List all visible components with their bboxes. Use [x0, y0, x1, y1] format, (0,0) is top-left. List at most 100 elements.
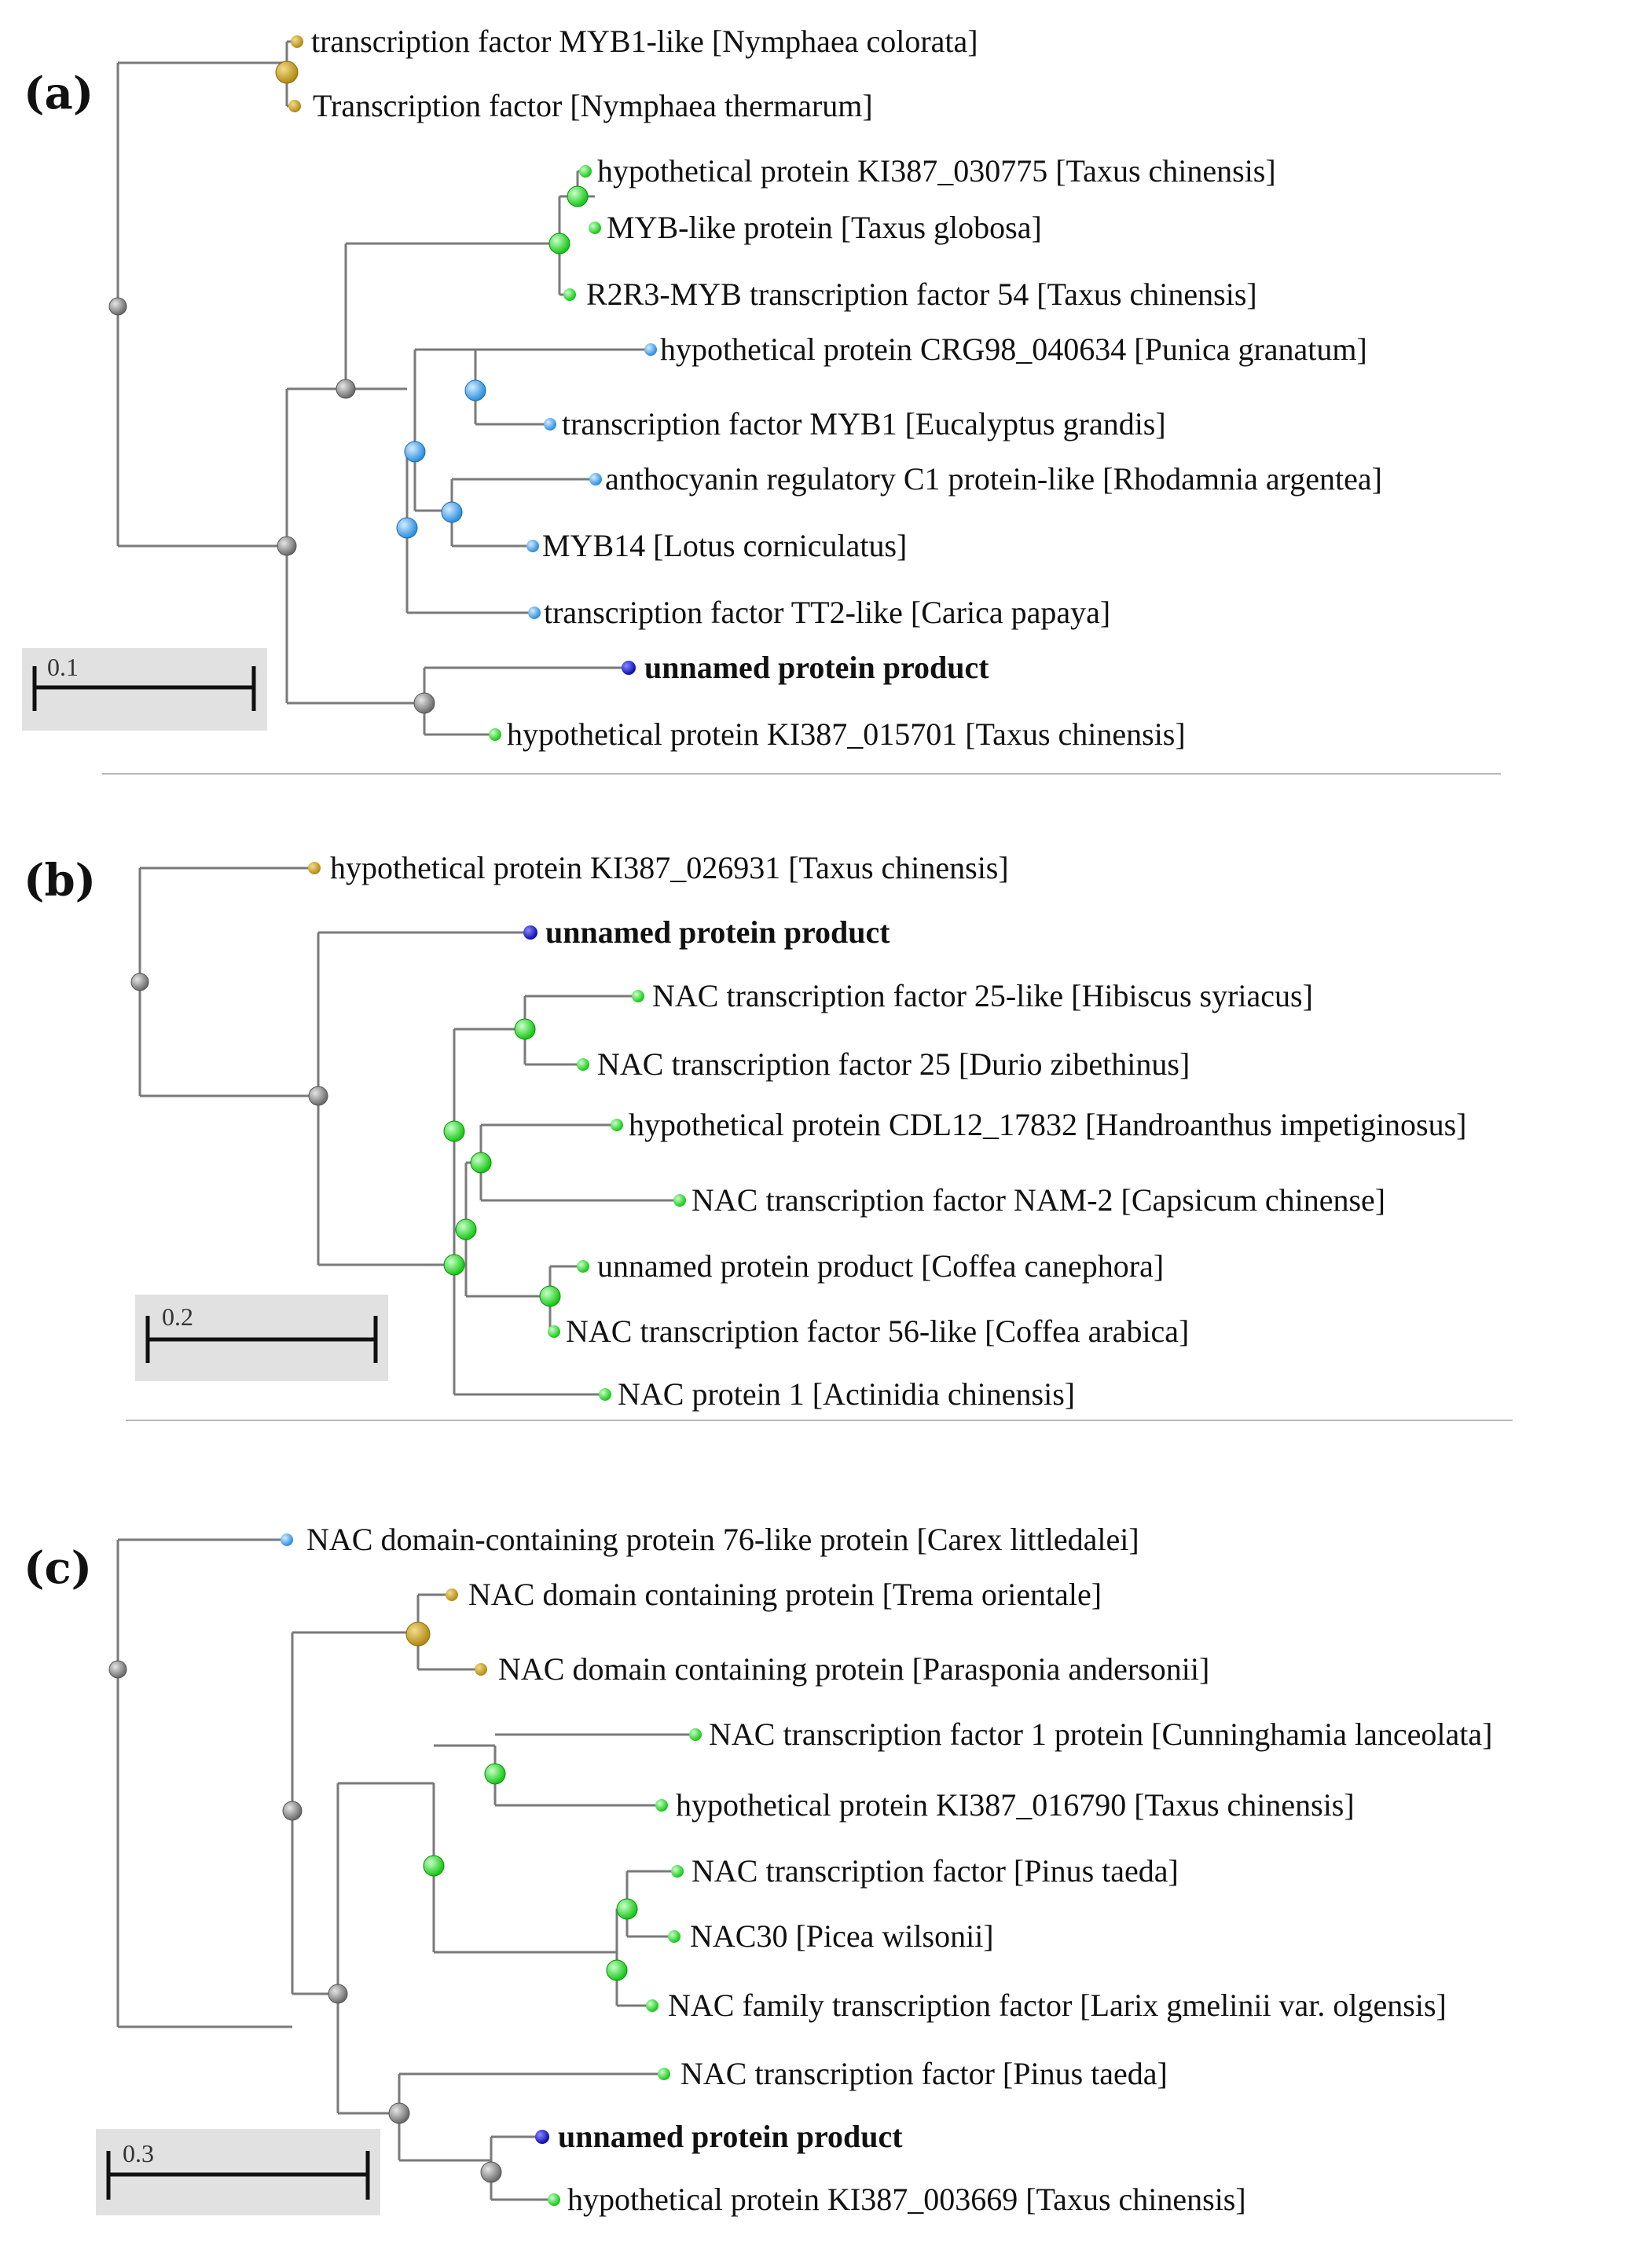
leaf-dot — [528, 606, 541, 619]
internal-node — [108, 1660, 127, 1679]
internal-node — [539, 1285, 561, 1307]
leaf-dot — [577, 1260, 589, 1273]
leaf-label: transcription factor MYB1 [Eucalyptus gr… — [562, 406, 1166, 442]
leaf-dot — [644, 343, 657, 356]
internal-node — [336, 379, 356, 399]
panel-a-leaves: transcription factor MYB1-like [Nymphaea… — [288, 24, 1382, 752]
leaf-dot — [288, 100, 301, 112]
internal-node — [514, 1018, 536, 1040]
internal-node — [443, 1120, 465, 1142]
leaf-dot — [535, 2130, 549, 2144]
leaf-label: R2R3-MYB transcription factor 54 [Taxus … — [586, 277, 1257, 312]
leaf-dot — [577, 1058, 589, 1071]
leaf-label: unnamed protein product [Coffea canephor… — [597, 1248, 1164, 1284]
leaf-label: unnamed protein product — [644, 650, 989, 685]
leaf-label: transcription factor TT2-like [Carica pa… — [544, 595, 1110, 630]
leaf-dot — [548, 1325, 560, 1338]
panel-b-leaves: hypothetical protein KI387_026931 [Taxus… — [308, 850, 1467, 1412]
internal-node — [328, 1984, 348, 2004]
leaf-dot — [523, 925, 537, 940]
panel-c-leaves: NAC domain-containing protein 76-like pr… — [281, 1522, 1492, 2217]
internal-node — [470, 1152, 492, 1174]
leaf-dot — [655, 1799, 668, 1812]
leaf-dot — [446, 1588, 458, 1601]
internal-node — [396, 517, 418, 539]
leaf-dot — [673, 1194, 686, 1207]
leaf-dot — [668, 1930, 680, 1943]
leaf-label: hypothetical protein CRG98_040634 [Punic… — [660, 332, 1367, 367]
internal-node — [277, 536, 297, 556]
panel-a-internal-nodes — [108, 60, 589, 714]
leaf-label: hypothetical protein KI387_016790 [Taxus… — [676, 1787, 1355, 1823]
leaf-dot — [489, 728, 501, 741]
scale-bar-label: 0.1 — [47, 653, 79, 681]
leaf-dot — [689, 1728, 702, 1741]
panel-a-tag: (a) — [24, 68, 94, 119]
internal-node — [423, 1855, 445, 1877]
leaf-label: NAC domain containing protein [Parasponi… — [498, 1651, 1209, 1687]
leaf-dot — [548, 2193, 560, 2206]
leaf-dot — [579, 165, 592, 178]
leaf-dot — [475, 1663, 487, 1676]
internal-node — [282, 1801, 303, 1821]
internal-node — [108, 297, 127, 316]
internal-node — [464, 379, 486, 401]
leaf-dot — [526, 540, 539, 552]
leaf-label: NAC domain containing protein [Trema ori… — [468, 1577, 1102, 1612]
panel-c-scale-bar: 0.3 — [96, 2129, 380, 2215]
panel-c-internal-nodes — [108, 1621, 638, 2183]
leaf-label: NAC transcription factor 1 protein [Cunn… — [709, 1717, 1492, 1752]
leaf-label: unnamed protein product — [558, 2119, 903, 2154]
leaf-label: unnamed protein product — [545, 914, 890, 950]
internal-node — [606, 1959, 628, 1981]
leaf-label: transcription factor MYB1-like [Nymphaea… — [311, 24, 978, 59]
leaf-label: NAC transcription factor NAM-2 [Capsicum… — [691, 1182, 1385, 1218]
panel-b-scale-bar: 0.2 — [135, 1295, 388, 1381]
leaf-dot — [563, 288, 576, 301]
internal-node — [441, 501, 463, 523]
internal-node — [130, 973, 149, 991]
leaf-dot — [599, 1388, 611, 1401]
internal-node — [484, 1763, 506, 1785]
panel-b: (b) — [24, 850, 1513, 1421]
leaf-dot — [589, 473, 602, 485]
leaf-dot — [632, 990, 644, 1002]
internal-node — [480, 2161, 502, 2183]
panel-a-branches — [116, 40, 651, 736]
internal-node — [275, 60, 299, 84]
leaf-dot — [658, 2068, 670, 2080]
internal-node — [548, 233, 570, 255]
panel-a: (a) — [22, 24, 1501, 775]
panel-b-tag: (b) — [24, 855, 96, 907]
leaf-label: hypothetical protein KI387_026931 [Taxus… — [330, 850, 1009, 885]
internal-node — [455, 1218, 477, 1240]
panel-b-internal-nodes — [130, 973, 561, 1307]
internal-node — [567, 185, 589, 207]
internal-node — [413, 692, 435, 714]
scale-bar-label: 0.3 — [123, 2139, 154, 2167]
leaf-label: NAC transcription factor [Pinus taeda] — [680, 2056, 1168, 2091]
panel-c: (c) — [24, 1522, 1492, 2217]
internal-node — [404, 441, 426, 463]
leaf-label: anthocyanin regulatory C1 protein-like [… — [605, 461, 1382, 496]
leaf-dot — [646, 1999, 658, 2012]
leaf-label: NAC family transcription factor [Larix g… — [668, 1988, 1447, 2023]
leaf-dot — [611, 1119, 623, 1131]
leaf-label: NAC transcription factor 56-like [Coffea… — [566, 1314, 1189, 1349]
leaf-dot — [589, 222, 601, 234]
leaf-dot — [622, 661, 636, 675]
panel-c-branches — [116, 1538, 695, 2201]
internal-node — [405, 1621, 431, 1647]
leaf-dot — [281, 1533, 293, 1546]
leaf-label: NAC transcription factor 25 [Durio zibet… — [597, 1046, 1190, 1082]
leaf-label: NAC30 [Picea wilsonii] — [690, 1918, 994, 1954]
leaf-label: hypothetical protein KI387_003669 [Taxus… — [567, 2182, 1246, 2217]
leaf-label: hypothetical protein KI387_030775 [Taxus… — [597, 153, 1276, 189]
leaf-label: Transcription factor [Nymphaea thermarum… — [313, 88, 873, 123]
leaf-label: MYB14 [Lotus corniculatus] — [542, 528, 907, 563]
leaf-label: NAC transcription factor [Pinus taeda] — [691, 1853, 1179, 1889]
leaf-dot — [544, 418, 556, 431]
scale-bar-label: 0.2 — [162, 1303, 193, 1331]
leaf-dot — [671, 1865, 684, 1878]
